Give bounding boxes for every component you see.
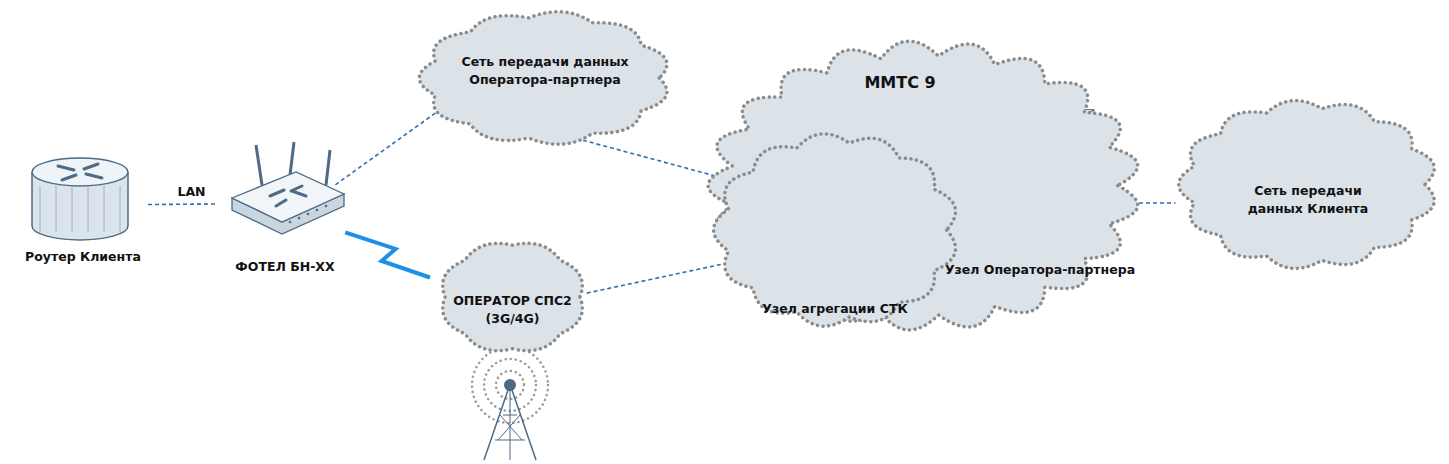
router-icon [32, 158, 128, 240]
text-block: Сеть передачи данных Оператора-партнера [425, 53, 665, 89]
link-line [148, 203, 215, 205]
cloud-shape [714, 134, 956, 326]
text-block: ОПЕРАТОР СПС2 (3G/4G) [452, 292, 573, 328]
node-label: ОПЕРАТОР СПС2 (3G/4G) [452, 292, 573, 328]
link-line [587, 259, 745, 293]
node-label: Роутер Клиента [18, 248, 148, 266]
device-node: Роутер Клиента [18, 150, 148, 274]
cloud-shape [708, 41, 1138, 330]
text-block: ФОТЕЛ БН-XX [215, 258, 355, 276]
text-block: Сеть передачи данных Клиента [1228, 182, 1388, 218]
region-title: ММТС 9 [840, 73, 960, 93]
cloud-shape [419, 12, 667, 145]
wireless-link [345, 232, 430, 277]
network-cloud: Сеть передачи данных Оператора-партнера [410, 3, 680, 153]
node-label: Узел Оператора-партнера [940, 261, 1140, 279]
node-label: Сеть передачи данных Оператора-партнера [425, 53, 665, 89]
cloud-shape [1179, 101, 1435, 269]
network-cloud: ММТС 9 Узел агрегации СТК Узел Оператора-п… [700, 33, 1148, 338]
network-cloud: Узел агрегации СТК [705, 125, 967, 335]
node-label: ФОТЕЛ БН-XX [215, 258, 355, 276]
cloud-shape [443, 243, 583, 350]
device-node: Узел Оператора-партнера [940, 85, 1140, 285]
fotel-device [232, 142, 344, 234]
network-cloud: Сеть передачи данных Клиента [1170, 92, 1446, 277]
radio-tower [472, 347, 548, 460]
network-cloud: ОПЕРАТОР СПС2 (3G/4G) [430, 232, 595, 362]
text-block: Роутер Клиента [18, 248, 148, 266]
text-block: ММТС 9 [840, 73, 960, 93]
device-node: ФОТЕЛ БН-XX [215, 140, 355, 280]
link-label: LAN [174, 184, 208, 199]
text-block: Узел агрегации СТК [715, 300, 955, 318]
node-label: Узел агрегации СТК [715, 300, 955, 318]
link-line [335, 108, 442, 185]
text-block: Узел Оператора-партнера [940, 261, 1140, 279]
node-label: Сеть передачи данных Клиента [1228, 182, 1388, 218]
